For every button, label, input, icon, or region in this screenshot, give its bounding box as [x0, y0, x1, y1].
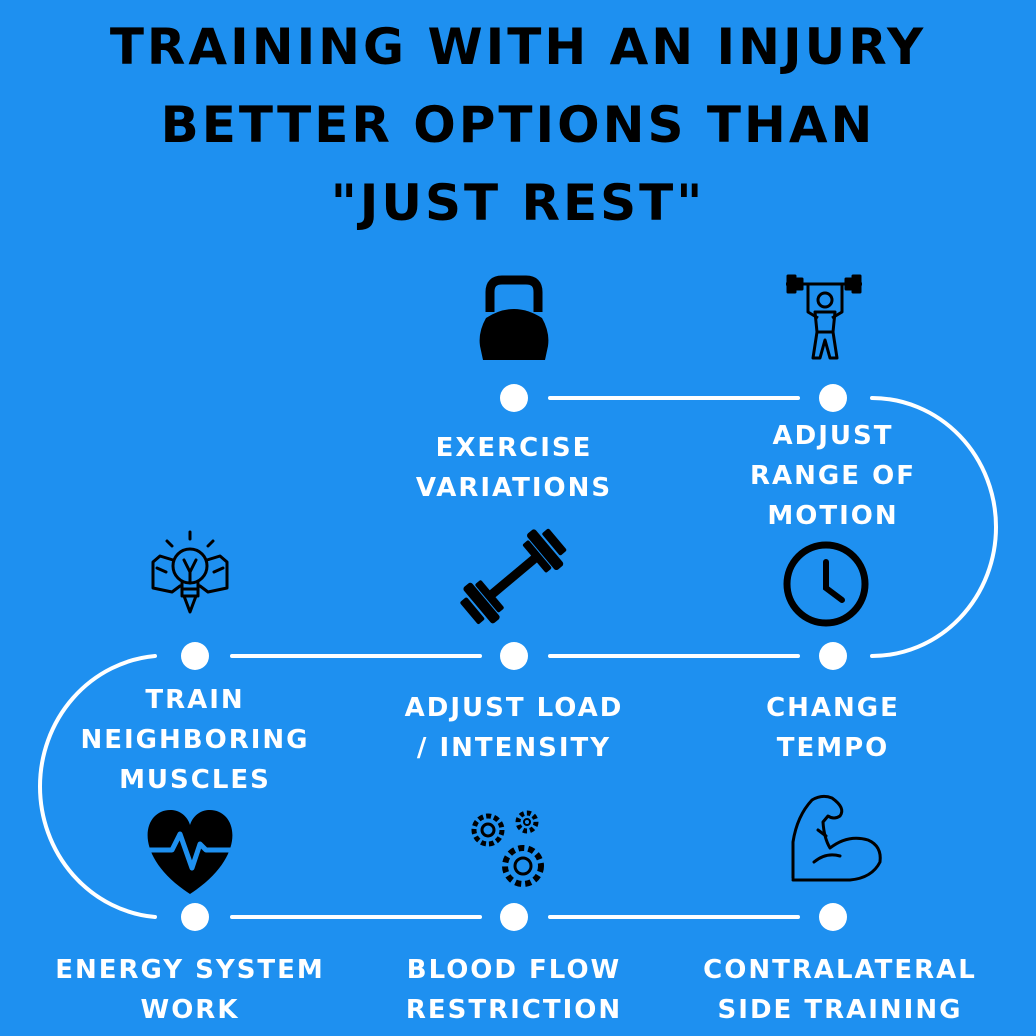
label-range-of-motion: ADJUST RANGE OF MOTION — [723, 416, 943, 536]
heartbeat-icon — [146, 809, 236, 894]
title-line-1: TRAINING WITH AN INJURY — [109, 18, 927, 76]
label-line: CONTRALATERAL — [703, 955, 977, 985]
node-range-of-motion — [819, 384, 847, 412]
node-contralateral — [819, 903, 847, 931]
label-line: TRAIN — [145, 685, 245, 715]
label-line: ADJUST — [772, 421, 894, 451]
label-line: TEMPO — [776, 733, 890, 763]
label-exercise-variations: EXERCISE VARIATIONS — [404, 428, 624, 508]
clock-icon — [783, 541, 869, 627]
label-line: MOTION — [767, 501, 899, 531]
label-energy-system: ENERGY SYSTEM WORK — [40, 950, 340, 1030]
label-contralateral: CONTRALATERAL SIDE TRAINING — [690, 950, 990, 1030]
label-line: EXERCISE — [435, 433, 593, 463]
label-line: NEIGHBORING — [80, 725, 310, 755]
label-line: ENERGY SYSTEM — [55, 955, 325, 985]
label-change-tempo: CHANGE TEMPO — [723, 688, 943, 768]
label-line: VARIATIONS — [415, 473, 613, 503]
flexed-arm-icon — [791, 794, 882, 882]
label-line: / INTENSITY — [416, 733, 612, 763]
node-neighboring-muscles — [181, 642, 209, 670]
path-arc-right — [870, 396, 998, 658]
label-line: WORK — [140, 995, 240, 1025]
label-line: RANGE OF — [750, 461, 916, 491]
label-line: BLOOD FLOW — [406, 955, 622, 985]
brain-muscle-icon — [151, 530, 229, 614]
label-neighboring-muscles: TRAIN NEIGHBORING MUSCLES — [70, 680, 320, 800]
node-energy-system — [181, 903, 209, 931]
path-arc-left — [38, 654, 157, 919]
label-line: SIDE TRAINING — [717, 995, 963, 1025]
timeline-path — [38, 396, 998, 919]
title-line-3: "JUST REST" — [330, 174, 706, 232]
node-exercise-variations — [500, 384, 528, 412]
label-line: ADJUST LOAD — [404, 693, 624, 723]
node-change-tempo — [819, 642, 847, 670]
label-line: MUSCLES — [119, 765, 271, 795]
gears-icon — [471, 810, 544, 887]
dumbbell-icon — [460, 528, 567, 624]
node-adjust-load — [500, 642, 528, 670]
node-blood-flow — [500, 903, 528, 931]
label-line: CHANGE — [766, 693, 900, 723]
weightlifter-icon — [786, 274, 862, 360]
timeline-nodes — [181, 384, 847, 931]
title-line-2: BETTER OPTIONS THAN — [160, 96, 876, 154]
kettlebell-icon — [479, 275, 549, 360]
label-line: RESTRICTION — [405, 995, 623, 1025]
label-blood-flow: BLOOD FLOW RESTRICTION — [380, 950, 648, 1030]
label-adjust-load: ADJUST LOAD / INTENSITY — [394, 688, 634, 768]
